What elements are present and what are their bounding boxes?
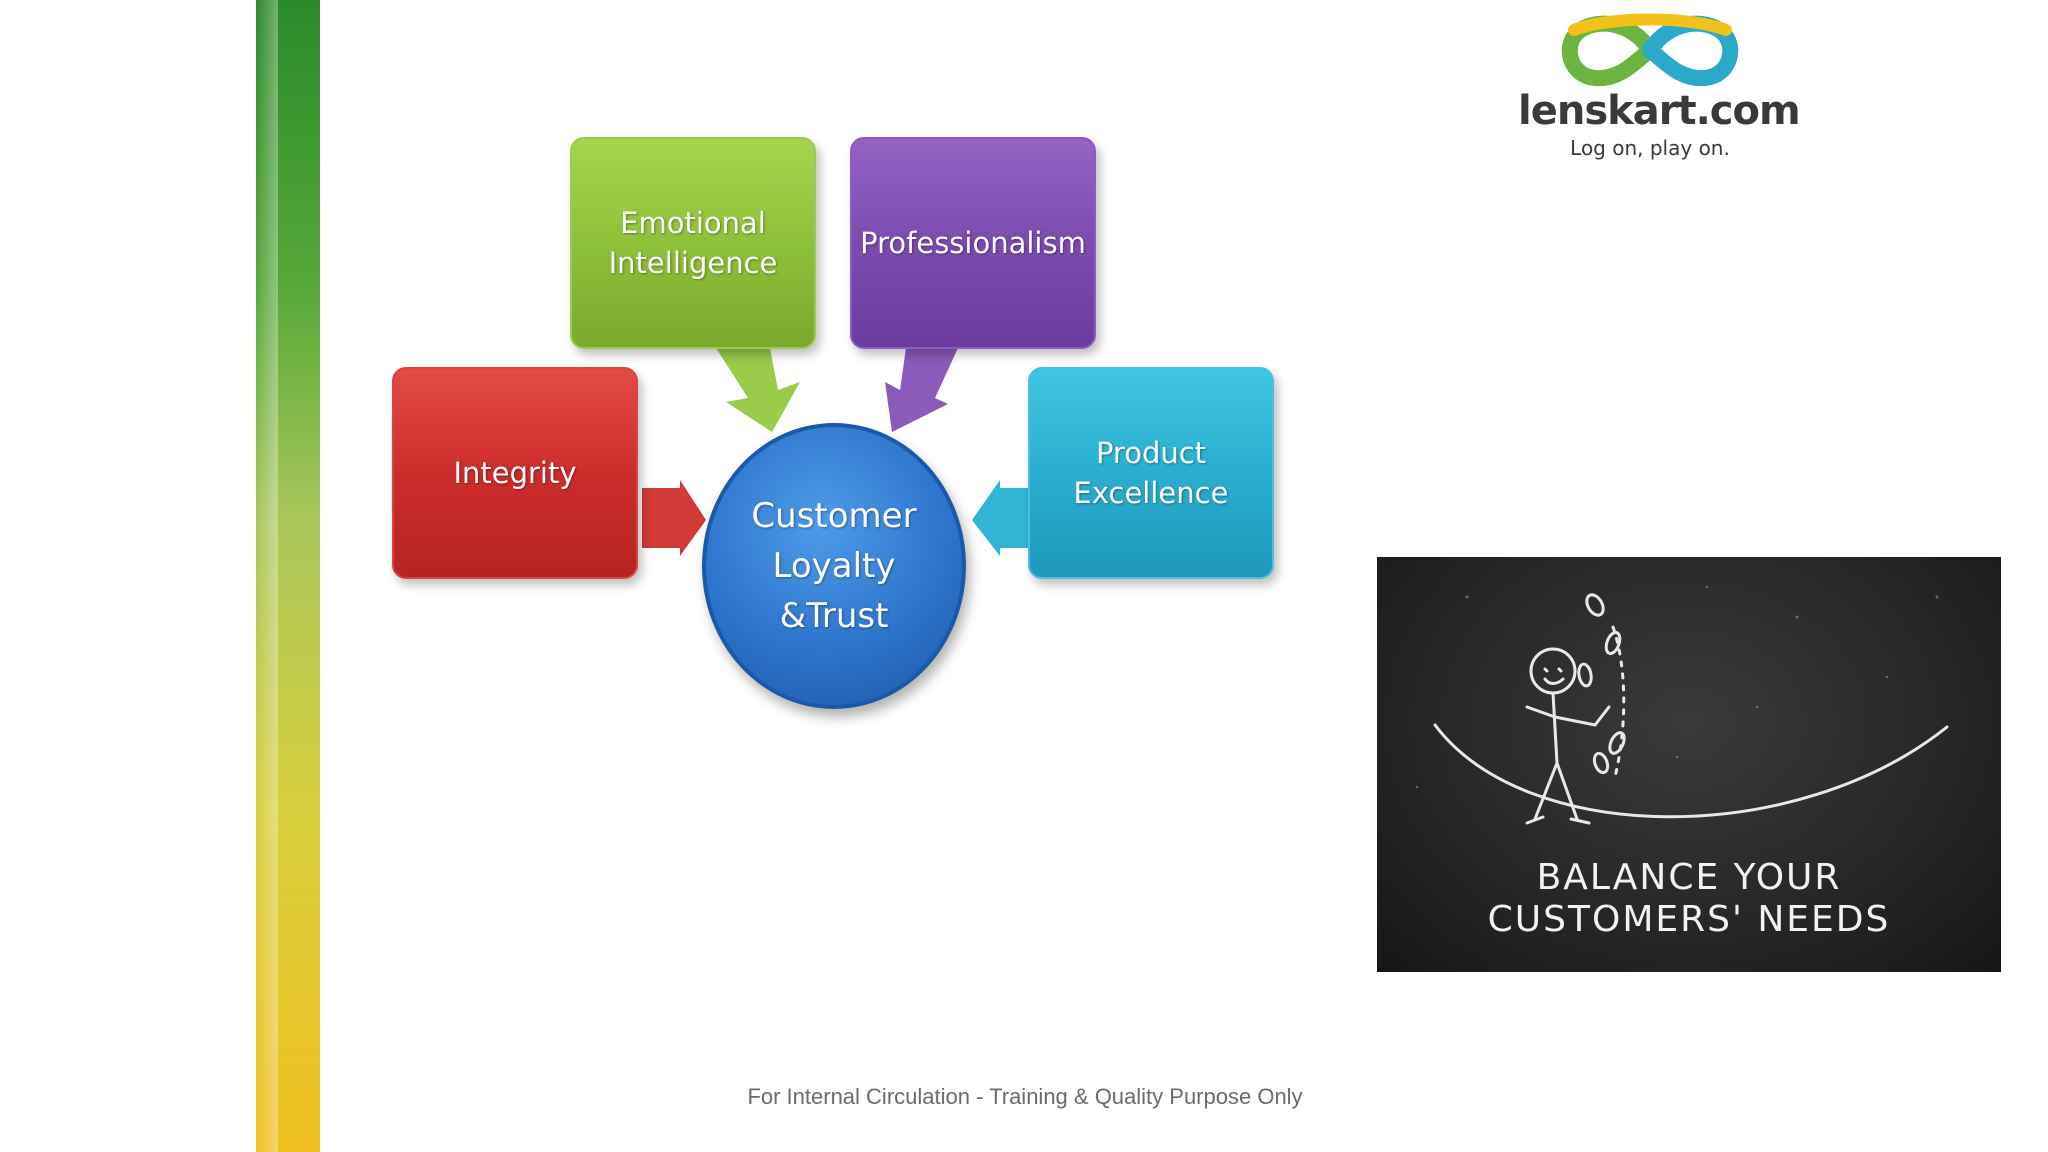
block-emotional-intelligence: Emotional Intelligence: [570, 137, 816, 349]
lenskart-logo: lenskart.com Log on, play on.: [1500, 10, 1801, 160]
arrow-professionalism: [885, 348, 958, 432]
block-integrity: Integrity: [392, 367, 638, 579]
center-customer-loyalty-trust: Customer Loyalty &Trust: [702, 423, 966, 709]
block-emotional-intelligence-label: Emotional Intelligence: [608, 206, 778, 280]
glasses-icon: [1561, 13, 1739, 87]
block-product-excellence-label: Product Excellence: [1073, 436, 1229, 510]
tightrope-juggler-icon: [1415, 585, 1949, 825]
sidebar-accent-bar: [256, 0, 320, 1152]
logo-brand-text: lenskart.com: [1518, 88, 1801, 134]
block-product-excellence: Product Excellence: [1028, 367, 1274, 579]
logo-tagline: Log on, play on.: [1570, 136, 1730, 160]
arrow-product-excellence: [972, 480, 1034, 556]
chalkboard-image: BALANCE YOUR CUSTOMERS' NEEDS: [1377, 557, 2001, 972]
block-integrity-label: Integrity: [453, 456, 577, 490]
block-professionalism-label: Professionalism: [860, 226, 1086, 260]
footer-text: For Internal Circulation - Training & Qu…: [747, 1084, 1303, 1109]
chalkboard-caption: BALANCE YOUR CUSTOMERS' NEEDS: [1487, 857, 1891, 940]
arrow-integrity: [642, 480, 706, 556]
center-label: Customer Loyalty &Trust: [751, 496, 917, 636]
block-professionalism: Professionalism: [850, 137, 1096, 349]
arrow-emotional-intelligence: [716, 348, 800, 432]
